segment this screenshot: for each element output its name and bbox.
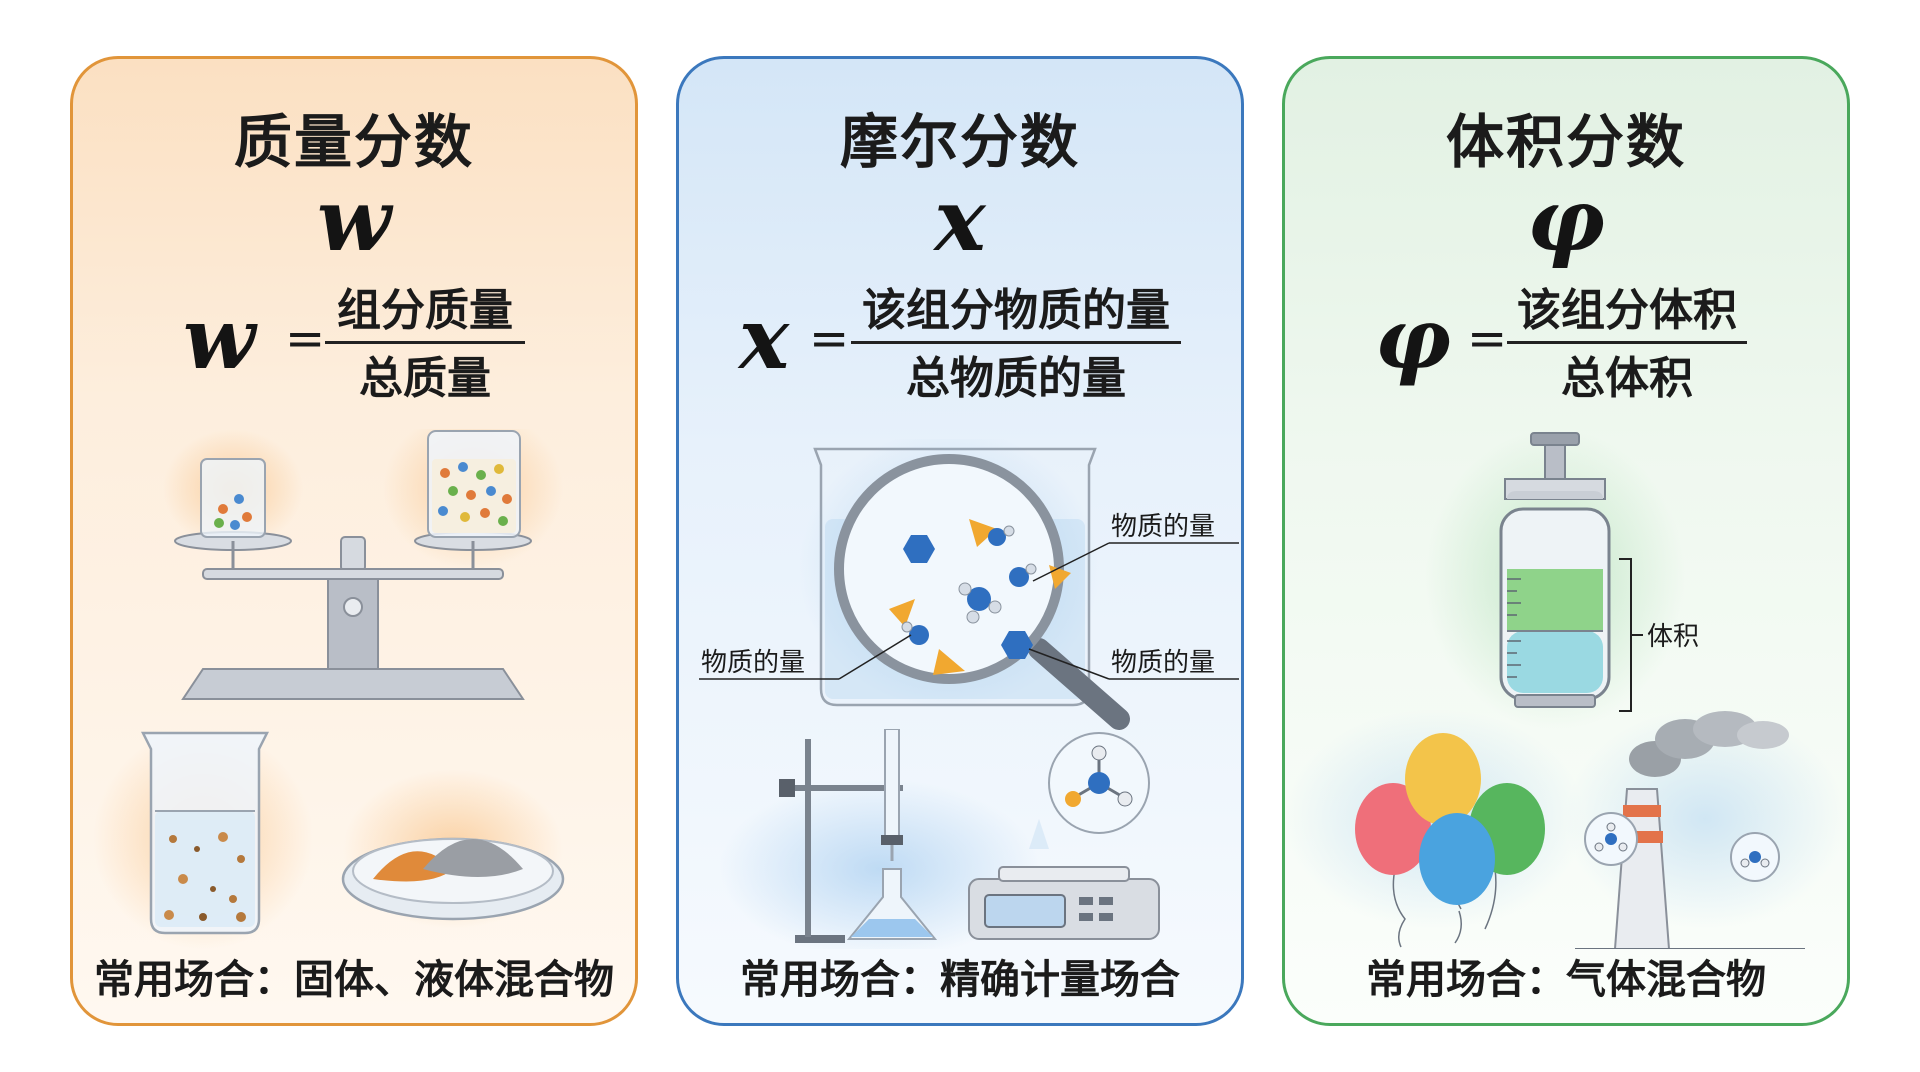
formula-numerator: 组分质量 <box>337 285 513 336</box>
formula-numerator: 该组分物质的量 <box>862 285 1170 336</box>
gas-cylinder-illustration: 体积 <box>1425 429 1699 729</box>
lab-equipment-illustration <box>719 729 1160 949</box>
balloons-and-chimney-illustration <box>1285 709 1845 949</box>
mass-fraction-card: 质量分数 w w = 组分质量 总质量 <box>70 56 638 1026</box>
balance-scale-illustration <box>163 429 563 700</box>
callout-amount-left: 物质的量 <box>701 648 805 678</box>
card-title: 摩尔分数 <box>839 108 1080 176</box>
formula: w = 组分质量 总质量 <box>73 269 635 409</box>
callout-volume: 体积 <box>1647 622 1699 652</box>
formula: φ = 该组分体积 总体积 <box>1285 269 1847 409</box>
card-title: 质量分数 <box>233 108 474 176</box>
card-title: 体积分数 <box>1445 108 1686 176</box>
formula-lhs: x <box>739 289 790 388</box>
formula-lhs: w <box>183 289 256 388</box>
card-symbol: w <box>316 170 392 271</box>
fraction-bar <box>325 341 525 344</box>
usage-text: 常用场合：固体、液体混合物 <box>94 957 614 1003</box>
formula-denominator: 总体积 <box>1561 353 1693 404</box>
callout-amount-right: 物质的量 <box>1111 648 1215 678</box>
formula: x = 该组分物质的量 总物质的量 <box>679 269 1241 409</box>
callout-amount-top: 物质的量 <box>1111 512 1215 542</box>
formula-equals: = <box>1467 311 1508 367</box>
card-symbol: x <box>934 170 986 271</box>
formula-lhs: φ <box>1375 289 1452 388</box>
volume-fraction-card: 体积分数 φ φ = 该组分体积 总体积 <box>1282 56 1850 1026</box>
beaker-and-dish-illustration <box>93 729 565 949</box>
formula-denominator: 总物质的量 <box>906 353 1126 404</box>
formula-equals: = <box>809 311 850 367</box>
formula-equals: = <box>285 311 326 367</box>
magnifier-molecules-illustration: 物质的量 物质的量 物质的量 <box>699 439 1239 730</box>
mole-fraction-card: 摩尔分数 x x = 该组分物质的量 总物质的量 <box>676 56 1244 1026</box>
usage-text: 常用场合：气体混合物 <box>1366 957 1766 1003</box>
formula-numerator: 该组分体积 <box>1517 285 1737 336</box>
usage-text: 常用场合：精确计量场合 <box>740 957 1180 1003</box>
fraction-bar <box>851 341 1181 344</box>
fraction-bar <box>1507 341 1747 344</box>
formula-denominator: 总质量 <box>359 353 491 404</box>
card-symbol: φ <box>1527 170 1605 271</box>
